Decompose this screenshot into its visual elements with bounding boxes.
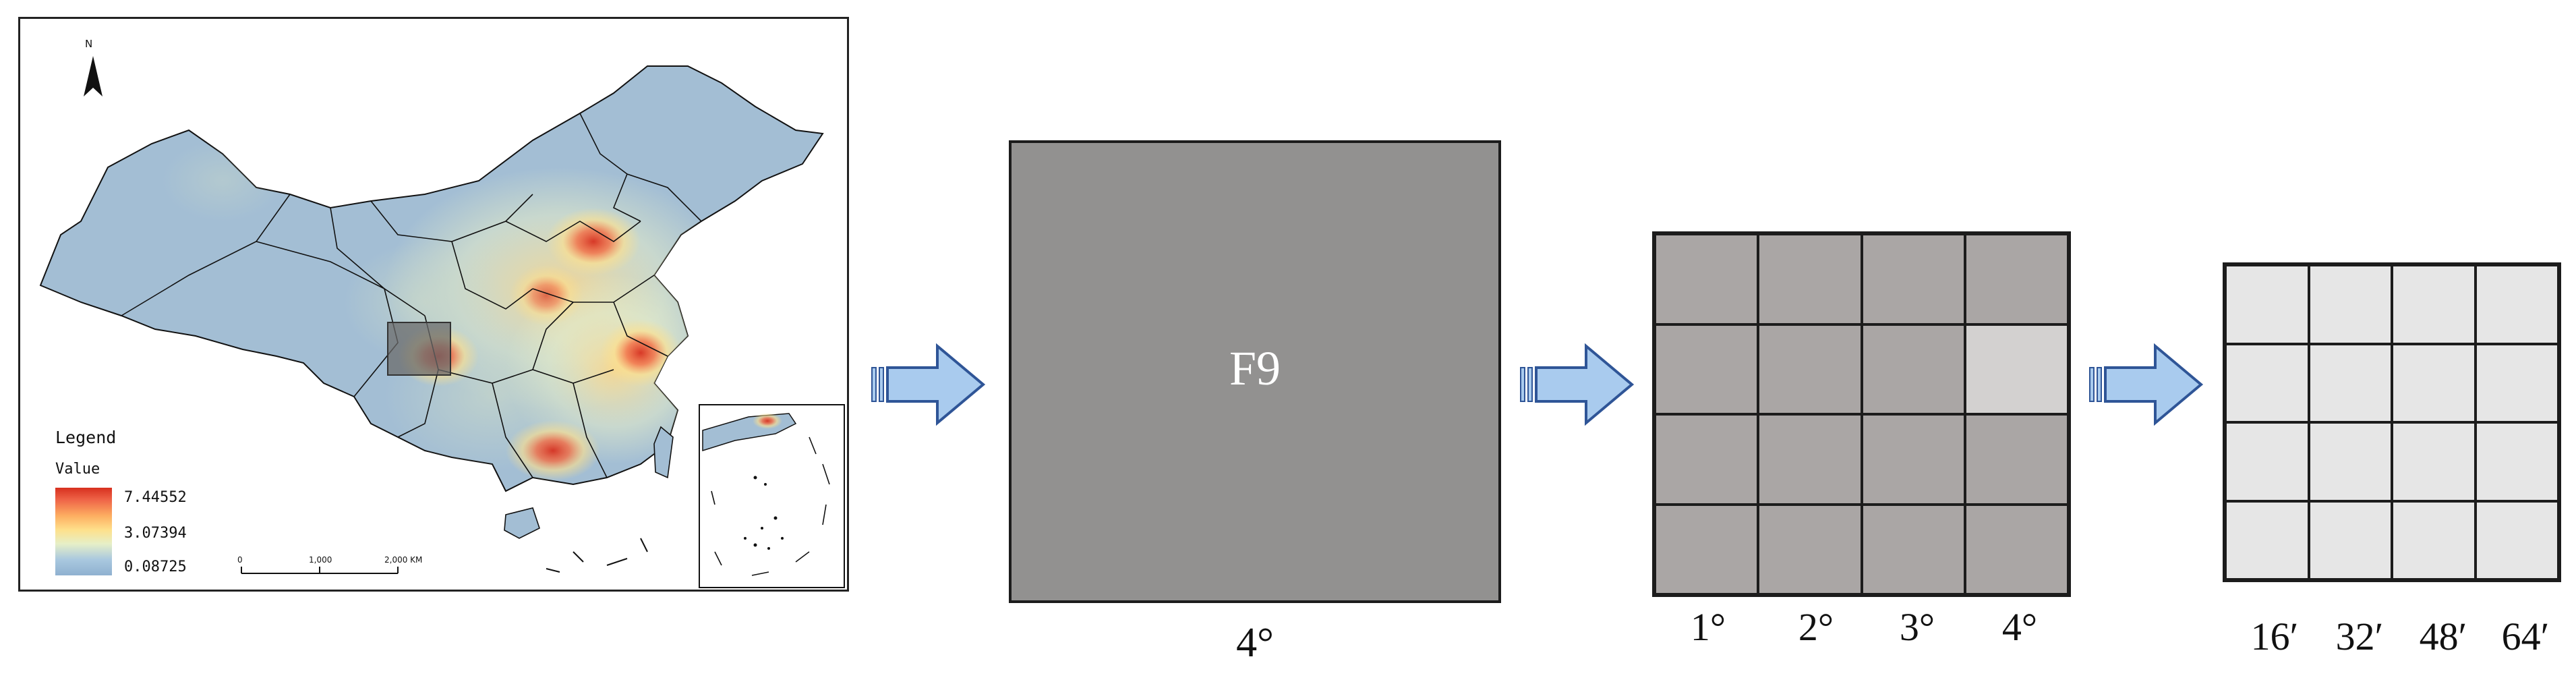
grid-cell [1655,324,1759,414]
grid-cell [2308,422,2392,501]
grid-cell-highlighted [1964,324,2068,414]
grid-cell [1758,234,1862,324]
grid-cell [1861,504,1965,594]
hainan-island [504,507,540,539]
fine-grid [2223,262,2561,582]
legend-color-ramp [55,488,112,575]
fine-tick-32: 32′ [2335,615,2384,658]
coarse-tick-3: 3° [1899,605,1935,649]
grid-cell [2225,343,2309,422]
legend-subtitle: Value [55,461,100,478]
f9-block [1009,140,1501,603]
legend-mid-value: 3.07394 [124,525,187,542]
grid-cell [1861,234,1965,324]
right-arrow-icon [871,343,986,426]
coarse-grid [1652,231,2071,597]
grid-cell [2308,343,2392,422]
right-arrow-icon [2089,343,2204,426]
grid-cell [1758,414,1862,505]
right-arrow-icon [1520,343,1635,426]
grid-cell [1964,504,2068,594]
grid-cell [1655,234,1759,324]
south-china-sea-inset [699,404,845,588]
north-arrow-icon [84,56,103,96]
fine-tick-16: 16′ [2250,615,2299,658]
grid-cell [2308,501,2392,579]
fine-tick-48: 48′ [2419,615,2467,658]
coarse-tick-2: 2° [1798,605,1834,649]
map-panel: N Legend Value 7.44552 3.07394 0.08725 0… [18,17,849,592]
grid-cell [2392,501,2476,579]
china-heatmap [39,56,845,588]
grid-cell [2308,265,2392,344]
grid-cell [1964,414,2068,505]
legend-title: Legend [55,428,117,447]
grid-cell [1964,234,2068,324]
grid-cell [1861,414,1965,505]
grid-cell [1655,414,1759,505]
taiwan-island [653,426,674,479]
grid-cell [2225,501,2309,579]
coarse-tick-1: 1° [1690,605,1726,649]
grid-cell [2392,422,2476,501]
scale-label-1000: 1,000 [309,555,332,565]
coarse-tick-4: 4° [2001,605,2038,649]
grid-cell [2475,343,2558,422]
grid-cell [1861,324,1965,414]
grid-cell [2475,422,2558,501]
north-label: N [85,38,93,50]
grid-cell [1758,504,1862,594]
block-size-caption: 4° [1236,620,1274,666]
scale-label-2000: 2,000 KM [384,555,423,565]
selection-box [387,322,451,376]
grid-cell [2475,501,2558,579]
scale-bar [241,567,399,574]
legend-min-value: 0.08725 [124,559,187,575]
grid-cell [1758,324,1862,414]
grid-cell [2392,343,2476,422]
grid-cell [2225,265,2309,344]
grid-cell [1655,504,1759,594]
f9-label: F9 [1229,341,1281,395]
scale-label-0: 0 [237,555,243,565]
legend-max-value: 7.44552 [124,489,187,506]
grid-cell [2392,265,2476,344]
grid-cell [2475,265,2558,344]
fine-tick-64: 64′ [2501,615,2550,658]
grid-cell [2225,422,2309,501]
